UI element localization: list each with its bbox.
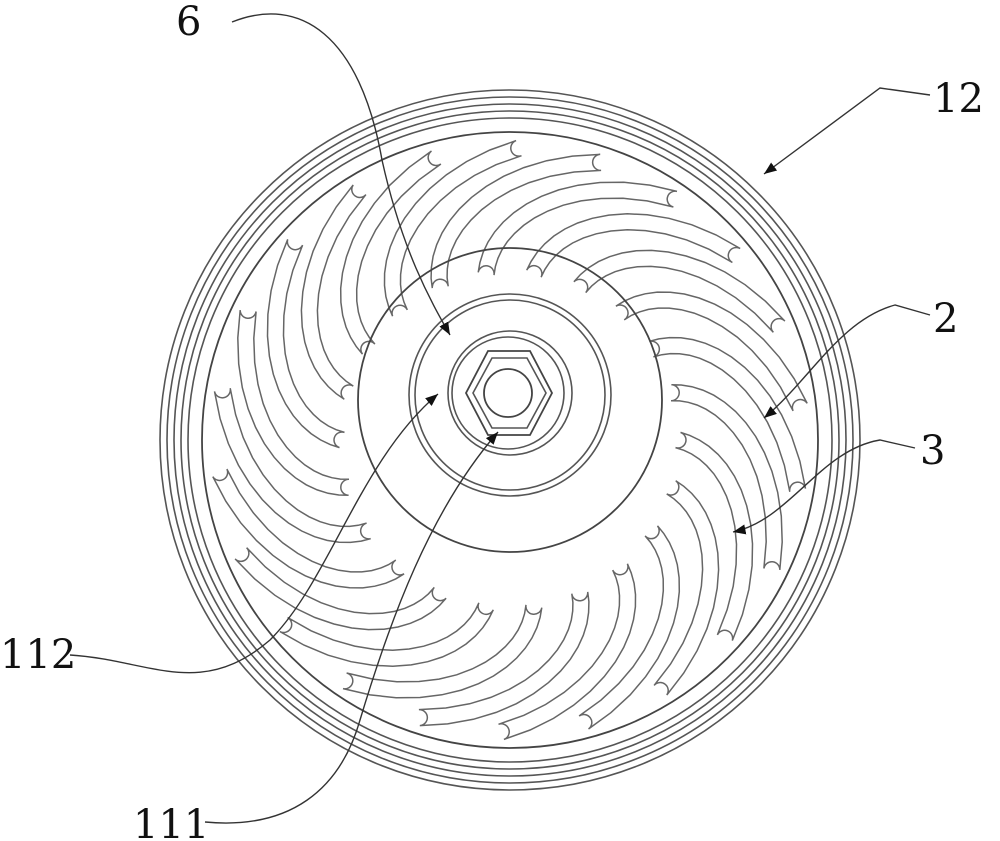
vane-slot	[526, 213, 741, 278]
vane-slot	[300, 184, 367, 400]
vane-slot	[213, 388, 371, 544]
label-2: 2	[933, 296, 958, 342]
label-111: 111	[133, 802, 209, 841]
leader-6	[231, 13, 451, 336]
vane-slot	[237, 310, 350, 497]
vane-slot	[383, 139, 522, 317]
leader-3	[732, 439, 916, 535]
vane-slot	[418, 591, 590, 727]
label-3: 3	[920, 428, 945, 474]
vane-slot	[670, 383, 783, 570]
leader-12	[763, 87, 931, 175]
label-112: 112	[0, 632, 76, 678]
outer-rim	[159, 89, 861, 791]
vane-slot	[342, 604, 543, 699]
vane-slot	[649, 336, 807, 492]
leader-2	[763, 304, 931, 419]
label-6: 6	[176, 0, 201, 45]
vane-slot	[498, 563, 637, 741]
vane-slots	[212, 139, 808, 741]
leader-lines	[69, 13, 931, 824]
vane-slot	[234, 547, 447, 631]
hex-nut	[464, 350, 554, 436]
vane-slot	[615, 291, 808, 412]
vane-slot	[477, 181, 678, 276]
disc-edge	[201, 131, 819, 749]
vane-slot	[430, 153, 602, 289]
label-12: 12	[933, 76, 984, 122]
vane-slot	[266, 239, 345, 449]
vane-slot	[339, 150, 442, 355]
vane-slot	[573, 249, 786, 333]
hub	[357, 247, 663, 553]
vane-slot	[212, 468, 405, 589]
leader-112	[69, 393, 439, 674]
vane-slot	[279, 602, 494, 667]
leader-111	[204, 431, 499, 824]
vane-slot	[578, 525, 681, 730]
vane-slot	[653, 480, 720, 696]
shaft-bore	[483, 368, 533, 418]
